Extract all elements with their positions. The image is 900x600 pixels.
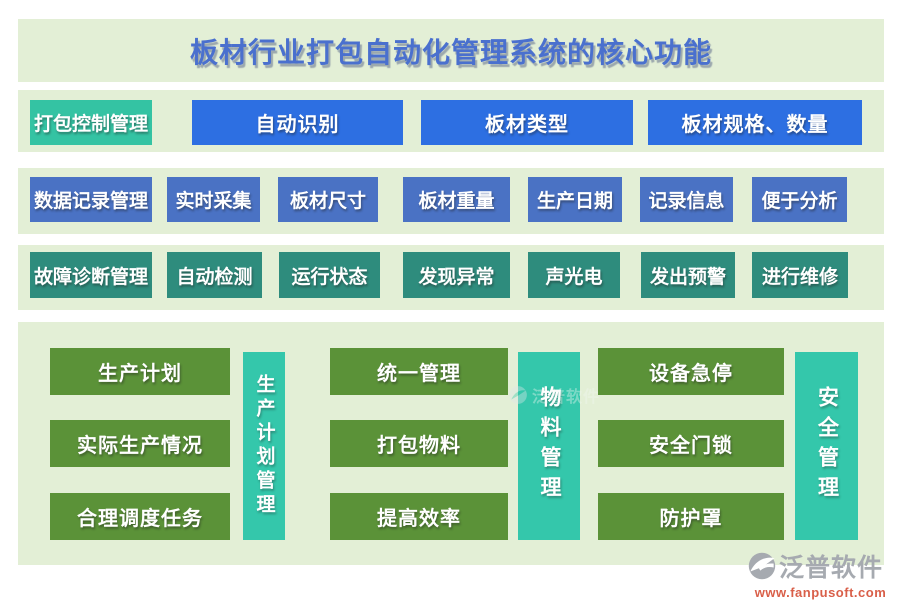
node-auto-identify: 自动识别 — [192, 100, 403, 145]
node-unified-management: 统一管理 — [330, 348, 508, 395]
fanpu-logo-icon — [748, 552, 776, 580]
node-perform-maintenance: 进行维修 — [752, 252, 848, 298]
node-plate-size: 板材尺寸 — [278, 177, 378, 222]
node-auto-detect: 自动检测 — [167, 252, 262, 298]
node-detect-abnormal: 发现异常 — [403, 252, 510, 298]
node-running-status: 运行状态 — [279, 252, 380, 298]
node-packing-material: 打包物料 — [330, 420, 508, 467]
footer-brand: 泛普软件 — [779, 554, 884, 582]
title-band: 板材行业打包自动化管理系统的核心功能 — [18, 19, 884, 82]
node-plate-weight: 板材重量 — [403, 177, 510, 222]
node-issue-warning: 发出预警 — [641, 252, 735, 298]
node-realtime-collection: 实时采集 — [167, 177, 260, 222]
node-fault-diagnosis-management: 故障诊断管理 — [30, 252, 152, 298]
node-data-record-management: 数据记录管理 — [30, 177, 152, 222]
footer-logo: 泛普软件 www.fanpusoft.com — [748, 548, 893, 600]
node-production-plan: 生产计划 — [50, 348, 230, 395]
node-record-info: 记录信息 — [640, 177, 733, 222]
node-plate-spec-quantity: 板材规格、数量 — [648, 100, 862, 145]
node-packing-control-management: 打包控制管理 — [30, 100, 152, 145]
node-reasonable-scheduling: 合理调度任务 — [50, 493, 230, 540]
node-sound-light-electric: 声光电 — [528, 252, 620, 298]
node-equipment-emergency-stop: 设备急停 — [598, 348, 784, 395]
node-safety-door-lock: 安全门锁 — [598, 420, 784, 467]
node-production-date: 生产日期 — [528, 177, 622, 222]
page-title: 板材行业打包自动化管理系统的核心功能 — [189, 36, 712, 68]
bar-production-plan-management: 生产计划管理 — [243, 352, 285, 540]
bar-material-management: 物料管理 — [518, 352, 580, 540]
node-easy-analysis: 便于分析 — [752, 177, 847, 222]
node-improve-efficiency: 提高效率 — [330, 493, 508, 540]
node-protective-cover: 防护罩 — [598, 493, 784, 540]
bar-safety-management: 安全管理 — [795, 352, 858, 540]
footer-url: www.fanpusoft.com — [754, 585, 887, 600]
node-actual-production: 实际生产情况 — [50, 420, 230, 467]
node-plate-type: 板材类型 — [421, 100, 633, 145]
